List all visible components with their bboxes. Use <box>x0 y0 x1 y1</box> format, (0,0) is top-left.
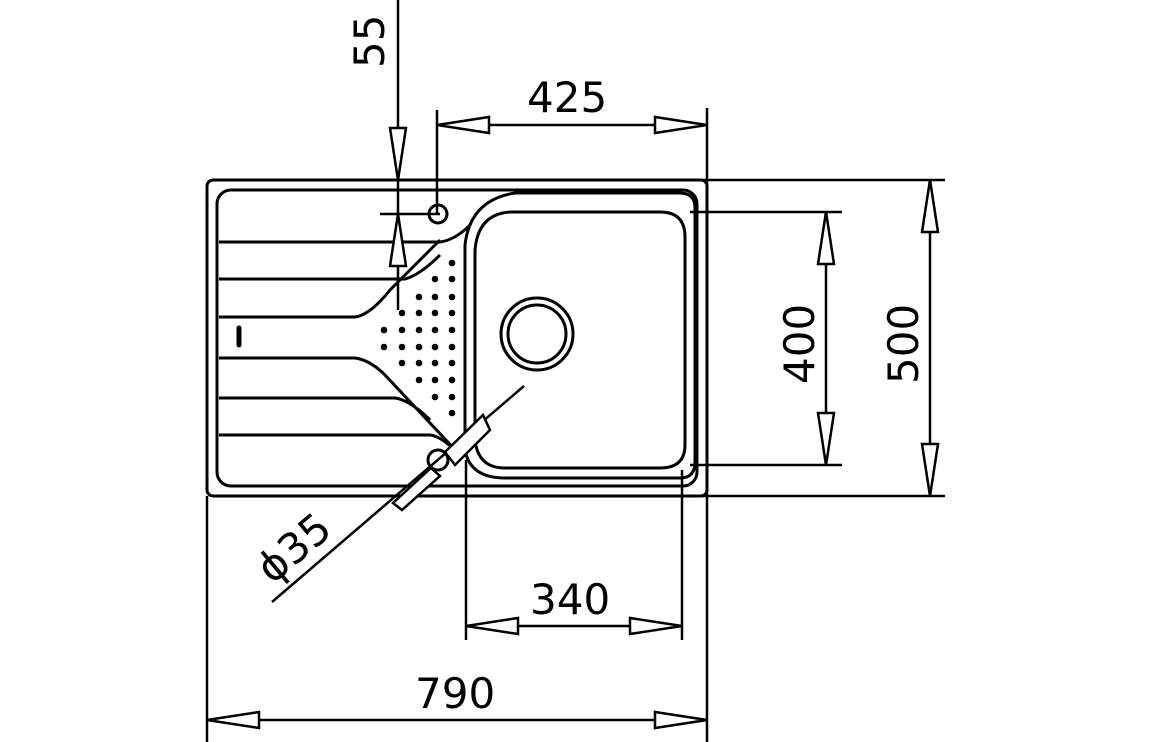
perforation-dot <box>415 359 423 367</box>
perforation-dot <box>448 376 456 384</box>
perforation-dot <box>448 326 456 334</box>
drainer-perforations <box>380 259 456 417</box>
perforation-dot <box>448 309 456 317</box>
perforation-dot <box>448 293 456 301</box>
perforation-dot <box>431 343 439 351</box>
perforation-dot <box>431 393 439 401</box>
perforation-dot <box>415 343 423 351</box>
perforation-dot <box>448 343 456 351</box>
perforation-dot <box>448 393 456 401</box>
dim-tap-to-edge: 425 <box>527 73 607 122</box>
perforation-dot <box>398 359 406 367</box>
perforation-dot <box>398 326 406 334</box>
dim-tap-offset: 55 <box>345 15 394 68</box>
perforation-dot <box>415 293 423 301</box>
perforation-dot <box>431 376 439 384</box>
perforation-dot <box>431 359 439 367</box>
perforation-dot <box>380 326 388 334</box>
overflow-hole-icon <box>426 448 450 472</box>
perforation-dot <box>431 309 439 317</box>
bowl-inner <box>473 210 687 470</box>
sink-inner-outline <box>215 188 699 488</box>
dim-overall-depth: 500 <box>879 304 928 384</box>
perforation-dot <box>415 376 423 384</box>
perforation-dot <box>448 409 456 417</box>
dim-bowl-width: 340 <box>530 575 610 624</box>
dim-bowl-depth: 400 <box>775 304 824 384</box>
perforation-dot <box>398 309 406 317</box>
perforation-dot <box>431 326 439 334</box>
dim-overall-width: 790 <box>415 669 495 718</box>
bowl-outer <box>463 191 697 480</box>
perforation-dot <box>431 293 439 301</box>
perforation-dot <box>448 275 456 283</box>
perforation-dot <box>415 309 423 317</box>
perforation-dot <box>448 359 456 367</box>
perforation-dot <box>431 275 439 283</box>
drainer-ribs <box>219 223 472 457</box>
dim-tap-hole-diameter: ϕ35 <box>247 503 341 593</box>
perforation-dot <box>415 326 423 334</box>
perforation-dot <box>398 343 406 351</box>
perforation-dot <box>448 259 456 267</box>
waste-inner <box>506 303 568 365</box>
perforation-dot <box>380 343 388 351</box>
waste-outer <box>499 296 575 372</box>
